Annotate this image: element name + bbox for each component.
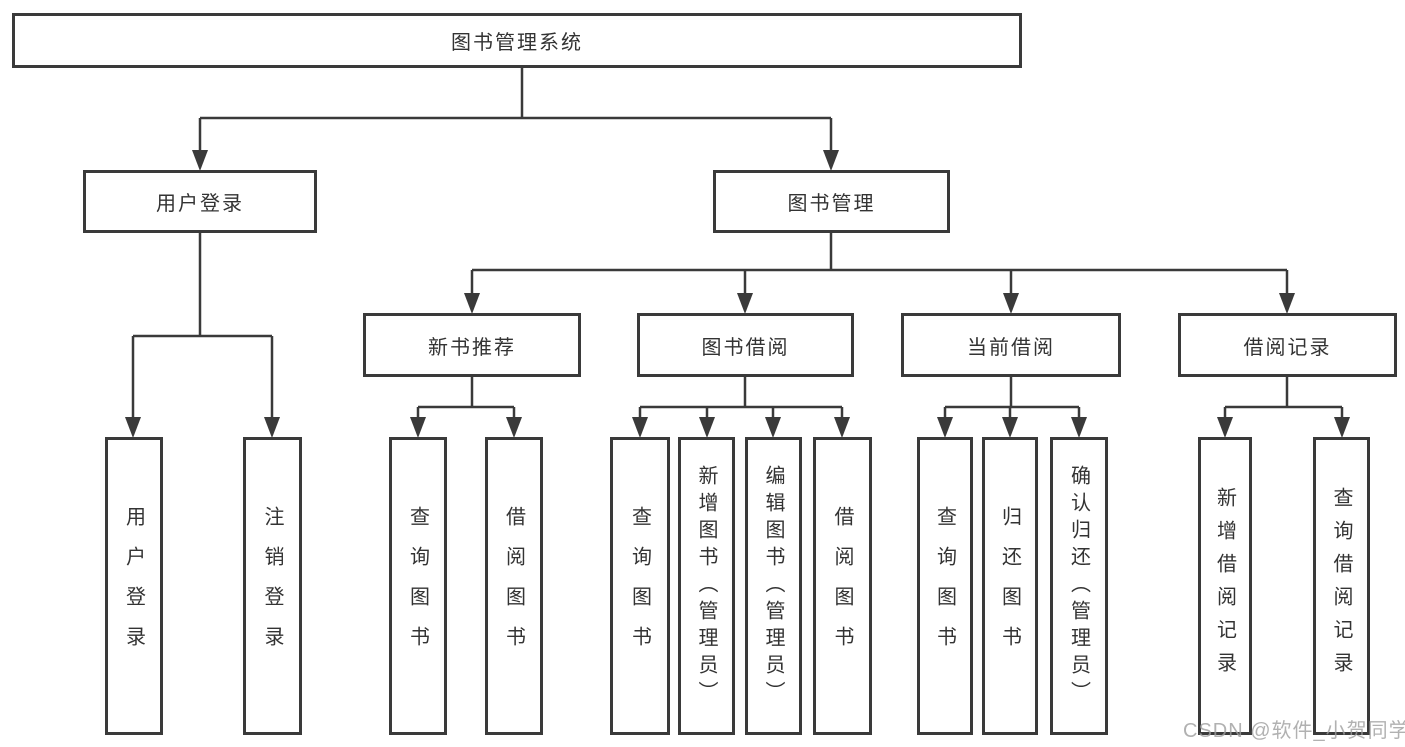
node-borrow-records-label: 借阅记录	[1243, 336, 1332, 359]
node-new-book-recommend-label: 新书推荐	[428, 336, 516, 359]
arrowhead-leaf-bb-borrow	[834, 417, 850, 438]
leaf-user-login: 用户登录	[105, 437, 163, 735]
arrowhead-user-login	[192, 150, 208, 171]
connector-borrow-to-leaves	[638, 377, 844, 434]
node-new-book-recommend: 新书推荐	[363, 313, 581, 377]
connector-mgmt-to-sections	[470, 233, 1289, 310]
leaf-record-query: 查询借阅记录	[1313, 437, 1370, 735]
arrowhead-leaf-bb-edit	[765, 417, 781, 438]
node-borrow-records: 借阅记录	[1178, 313, 1397, 377]
arrowhead-leaf-rec-add	[1217, 417, 1233, 438]
node-root: 图书管理系统	[12, 13, 1022, 68]
leaf-newbook-borrow: 借阅图书	[485, 437, 543, 735]
arrowhead-book-mgmt	[823, 150, 839, 171]
arrowhead-leaf-cb-return	[1002, 417, 1018, 438]
node-user-login: 用户登录	[83, 170, 317, 233]
arrowhead-current-borrow	[1003, 293, 1019, 314]
leaf-record-add-label: 新增借阅记录	[1213, 487, 1236, 685]
leaf-current-query-label: 查询图书	[933, 506, 956, 666]
node-book-borrow: 图书借阅	[637, 313, 854, 377]
node-book-management-label: 图书管理	[787, 193, 876, 215]
arrowhead-leaf-nb-borrow	[506, 417, 522, 438]
leaf-current-return: 归还图书	[982, 437, 1038, 735]
arrowhead-leaf-login	[125, 417, 141, 438]
arrowheads	[125, 150, 1350, 438]
leaf-current-confirm-admin: 确认归还（管理员）	[1050, 437, 1108, 735]
node-current-borrow-label: 当前借阅	[967, 336, 1055, 359]
arrowhead-leaf-logout	[264, 417, 280, 438]
arrowhead-leaf-cb-confirm	[1071, 417, 1087, 438]
leaf-borrow-borrow-label: 借阅图书	[831, 506, 853, 666]
leaf-newbook-query: 查询图书	[389, 437, 447, 735]
arrowhead-leaf-rec-query	[1334, 417, 1350, 438]
node-current-borrow: 当前借阅	[901, 313, 1121, 377]
connector-records-to-leaves	[1223, 377, 1344, 434]
leaf-borrow-edit-admin-label: 编辑图书（管理员）	[762, 464, 784, 708]
node-user-login-label: 用户登录	[156, 193, 244, 215]
leaf-newbook-borrow-label: 借阅图书	[502, 506, 525, 666]
arrowhead-leaf-bb-query	[632, 417, 648, 438]
leaf-user-login-label: 用户登录	[122, 506, 145, 666]
leaf-borrow-add-admin-label: 新增图书（管理员）	[695, 464, 717, 708]
node-book-borrow-label: 图书借阅	[701, 336, 790, 359]
leaf-current-query: 查询图书	[917, 437, 973, 735]
leaf-newbook-query-label: 查询图书	[406, 506, 429, 666]
connector-paths	[131, 68, 1344, 434]
leaf-borrow-borrow: 借阅图书	[813, 437, 872, 735]
connector-login-to-leaves	[131, 233, 274, 434]
leaf-borrow-add-admin: 新增图书（管理员）	[678, 437, 735, 735]
connector-root-to-level2	[198, 68, 833, 167]
connector-newbook-to-leaves	[416, 377, 516, 434]
arrowhead-new-book	[464, 293, 480, 314]
leaf-logout-label: 注销登录	[261, 506, 283, 666]
arrowhead-leaf-cb-query	[937, 417, 953, 438]
leaf-current-confirm-admin-label: 确认归还（管理员）	[1067, 464, 1090, 708]
watermark: CSDN @软件_小贺同学	[1183, 720, 1405, 742]
leaf-borrow-query: 查询图书	[610, 437, 670, 735]
leaf-borrow-query-label: 查询图书	[628, 506, 651, 666]
leaf-record-query-label: 查询借阅记录	[1330, 487, 1352, 685]
leaf-record-add: 新增借阅记录	[1198, 437, 1252, 735]
arrowhead-leaf-bb-add	[699, 417, 715, 438]
leaf-current-return-label: 归还图书	[998, 506, 1021, 666]
leaf-logout: 注销登录	[243, 437, 302, 735]
arrowhead-borrow-records	[1279, 293, 1295, 314]
arrowhead-book-borrow	[737, 293, 753, 314]
arrowhead-leaf-nb-query	[410, 417, 426, 438]
node-book-management: 图书管理	[713, 170, 950, 233]
leaf-borrow-edit-admin: 编辑图书（管理员）	[745, 437, 802, 735]
node-root-label: 图书管理系统	[451, 32, 583, 54]
